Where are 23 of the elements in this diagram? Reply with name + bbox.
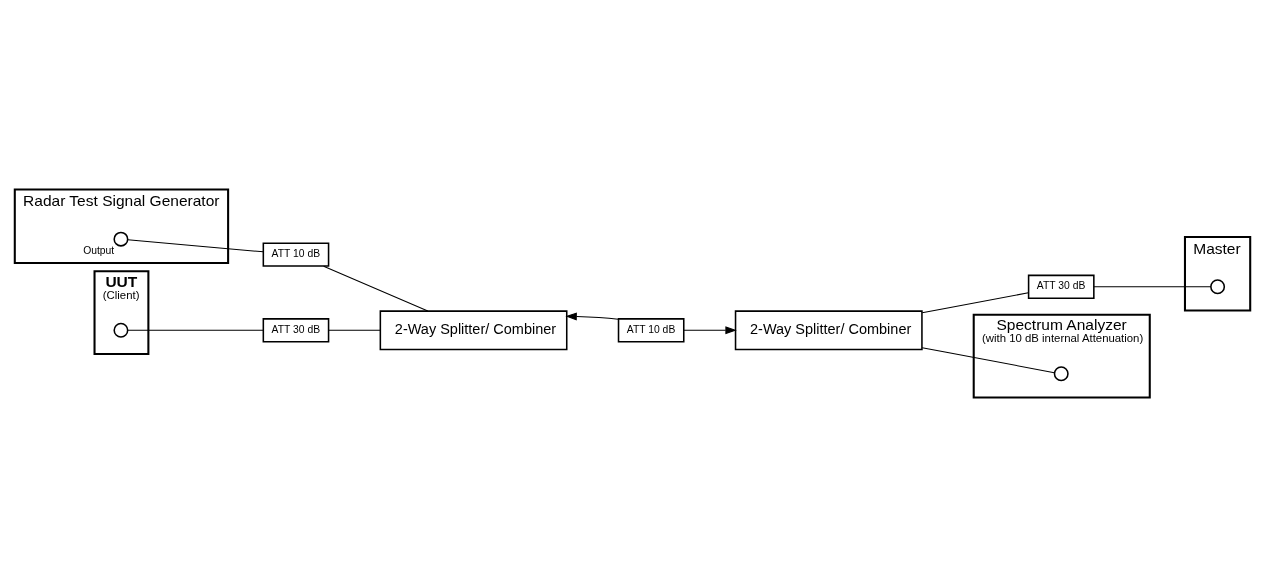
- node-box: ATT 10 dB: [617, 318, 685, 343]
- node-circle: [1053, 366, 1069, 382]
- connector: [921, 292, 1029, 314]
- node-circle: [113, 231, 129, 247]
- node-circle: [1210, 279, 1226, 295]
- arrow: [565, 312, 619, 321]
- connector: [127, 239, 264, 253]
- node-box: ATT 30 dB: [262, 318, 330, 343]
- arrow: [683, 326, 737, 335]
- node-box: ATT 10 dB: [262, 242, 330, 267]
- node-box: 2-Way Splitter/ Combiner: [734, 310, 923, 351]
- connector: [323, 265, 429, 312]
- node-circle: [113, 322, 129, 338]
- cluster: Spectrum Analyzer (with 10 dB internal Attenuation): [972, 313, 1151, 399]
- cluster: UUT (Client): [93, 270, 150, 356]
- connector: [921, 347, 1055, 374]
- connector: [127, 329, 264, 331]
- node-box: ATT 30 dB: [1027, 274, 1095, 299]
- connector: [328, 329, 381, 331]
- node-label: Output: [83, 245, 115, 257]
- cluster: Master: [1183, 236, 1252, 312]
- node-box: 2-Way Splitter/ Combiner: [379, 310, 568, 351]
- connector: [1093, 286, 1212, 288]
